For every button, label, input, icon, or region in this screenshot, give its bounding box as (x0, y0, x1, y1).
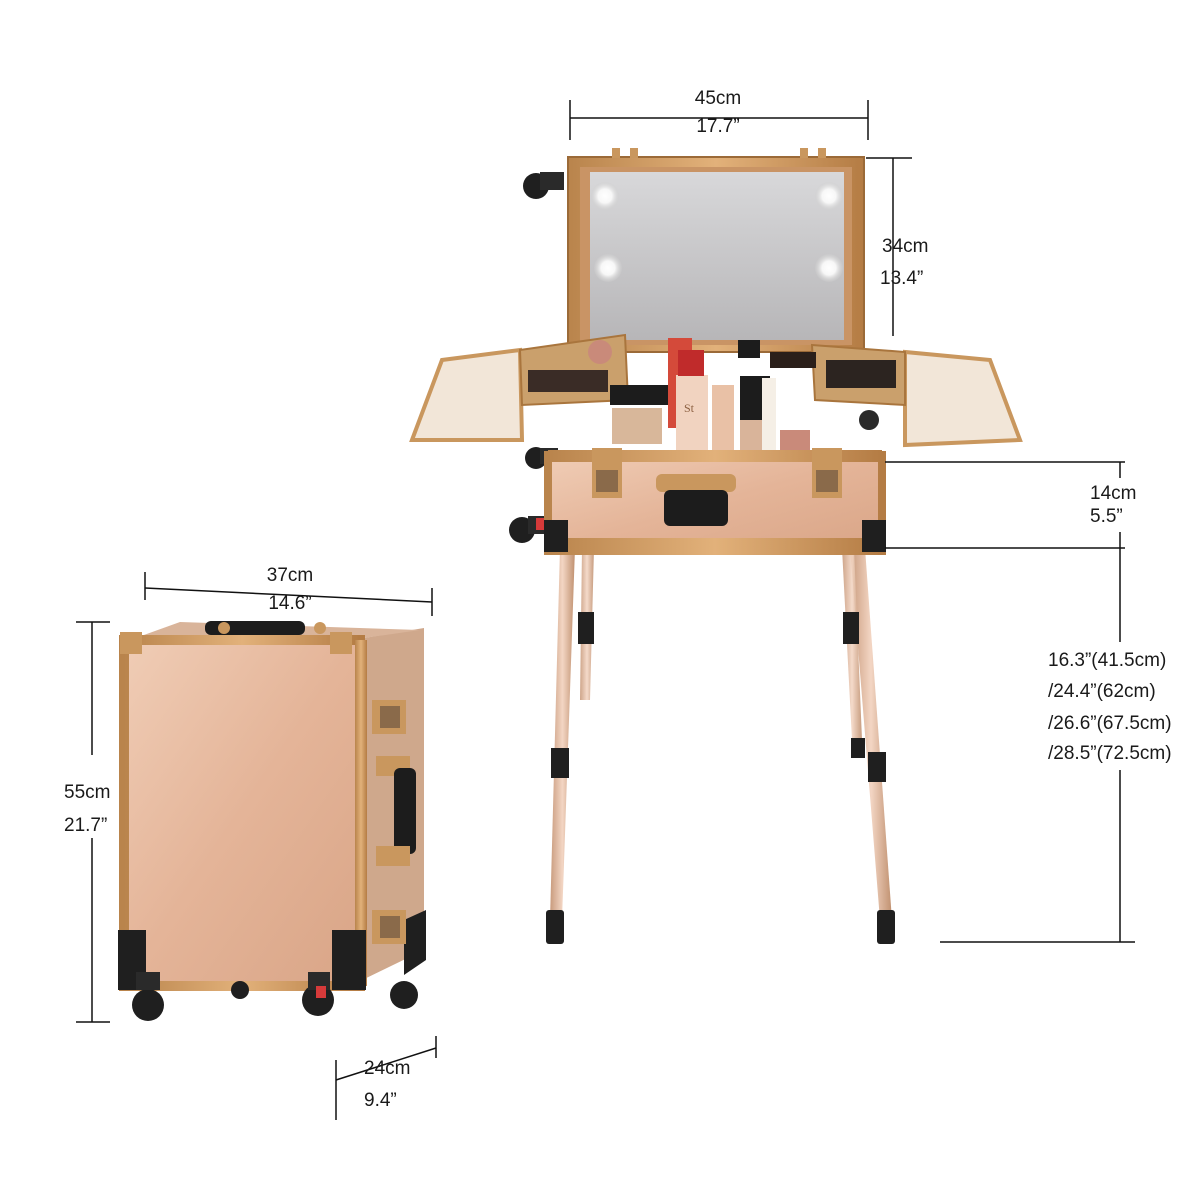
closed-width-metric: 37cm (266, 565, 314, 586)
leg-height-3: /26.6”(67.5cm) (1048, 713, 1172, 734)
bottle-label: St (684, 401, 695, 415)
leg-height-1: 16.3”(41.5cm) (1048, 650, 1167, 671)
cosmetic-products (610, 338, 816, 460)
closed-height-metric: 55cm (64, 782, 111, 803)
closed-width-imperial: 14.6” (268, 593, 312, 614)
leg-height-4: /28.5”(72.5cm) (1048, 743, 1172, 764)
open-width-metric: 45cm (694, 88, 742, 109)
leg-height-2: /24.4”(62cm) (1048, 681, 1156, 702)
mirror-height-metric: 34cm (882, 236, 929, 257)
closed-depth-metric: 24cm (364, 1058, 411, 1079)
open-station: St (409, 148, 1023, 944)
case-depth-metric: 14cm (1090, 483, 1137, 504)
closed-case (118, 621, 426, 1021)
mirror-lid (567, 148, 865, 353)
dimension-lines (76, 100, 1135, 1120)
case-body (544, 448, 886, 555)
side-trays (409, 333, 1023, 448)
legs (546, 548, 895, 944)
closed-height-imperial: 21.7” (64, 815, 108, 836)
open-width-imperial: 17.7” (696, 116, 740, 137)
mirror-height-imperial: 13.4” (880, 268, 924, 289)
closed-depth-imperial: 9.4” (364, 1090, 397, 1111)
case-depth-imperial: 5.5” (1090, 506, 1123, 527)
